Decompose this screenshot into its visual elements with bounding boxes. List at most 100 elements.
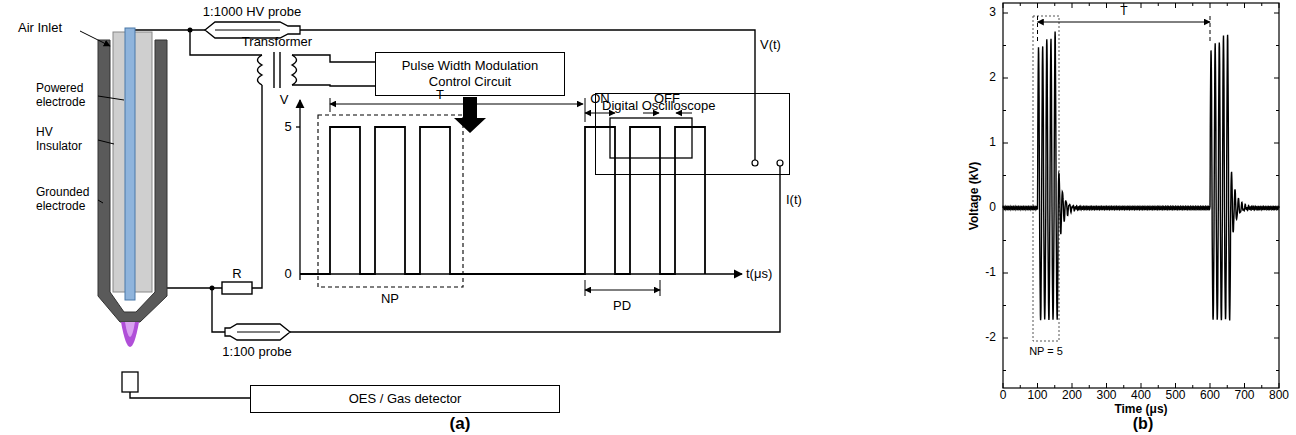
terminal [752,160,758,166]
wiring [130,30,780,398]
hv-wire [130,30,755,160]
axis-tick [1210,3,1211,8]
junction-dot [210,286,215,291]
tick-label: 0 [989,201,996,215]
ground-wire [167,85,262,288]
probe-label: 1:100 probe [222,345,291,360]
axis-tick [1158,385,1159,388]
axis-tick [1003,143,1008,144]
primary-wire [292,85,375,86]
period-label: T [436,88,444,103]
plot-frame [1003,3,1279,388]
axis-tick [1020,385,1021,388]
tick-label: 300 [1096,389,1116,403]
axis-tick [1276,175,1279,176]
tick-label: 0 [284,267,291,282]
axis-tick [1276,45,1279,46]
axis-tick [1244,3,1245,8]
axis-tick [1158,3,1159,6]
tick-label: 500 [1165,389,1185,403]
axis-tick [1274,78,1279,79]
axis-tick [1276,370,1279,371]
annotation: NP = 5 [1029,345,1063,358]
panel-label: (b) [1133,415,1153,433]
probe-label: 1:1000 HV probe [203,5,301,20]
tick-label: 400 [1131,389,1151,403]
line-art [330,98,585,122]
axis-tick [1244,383,1245,388]
axis-ticks [1003,3,1279,388]
axis-tick [1274,273,1279,274]
line-art [98,200,103,203]
line-art [300,127,705,274]
part-label: HV Insulator [36,126,98,154]
period-guide [1038,16,1211,42]
timing-label: NP [381,292,399,307]
tick-label: 0 [1000,389,1007,403]
detector-head [122,372,138,392]
junction-dot [188,28,193,33]
line-art [292,55,297,85]
leader-line [80,31,124,203]
axis-tick [1192,385,1193,388]
axis-tick [1106,3,1107,8]
tick-label: 800 [1269,389,1289,403]
axis-tick [1089,385,1090,388]
axis-tick [1003,305,1006,306]
axis-tick [1003,175,1006,176]
box-text: OES / Gas detector [349,391,462,407]
axis-tick [1037,3,1038,8]
axis-tick [1003,13,1008,14]
axis-tick [1276,305,1279,306]
tick-label: 700 [1234,389,1254,403]
axis-tick [1123,385,1124,388]
voltage-waveform [1003,32,1279,321]
fiber-wire [130,392,250,398]
axis-tick [1274,143,1279,144]
timing-label: PD [613,299,631,314]
control-box: Pulse Width Modulation Control Circuit [375,52,565,96]
terminal [777,160,783,166]
axis-tick [1141,383,1142,388]
plasma-plume [125,322,135,337]
tick-label: 3 [989,6,996,20]
line-art [80,31,110,46]
line-art [98,96,124,100]
axis-label: t(μs) [746,267,772,282]
scope-screen [610,118,692,158]
axis-tick [1020,3,1021,6]
signal-name: I(t) [786,193,802,208]
axis-tick [1106,383,1107,388]
line-art [274,52,280,88]
panel-label: (a) [450,414,471,434]
axis-tick [1003,383,1004,388]
tick-label: -1 [985,266,996,280]
tick-label: 100 [1027,389,1047,403]
axis-tick [1054,3,1055,6]
part-label: R [232,267,241,282]
line-art [296,126,300,127]
transformer-symbol [258,52,297,88]
pulse-train [296,98,742,296]
axis-tick [1227,385,1228,388]
tick-label: 5 [284,120,291,135]
axis-tick [1276,110,1279,111]
tick-label: -2 [985,331,996,345]
axis-tick [1274,13,1279,14]
current-probe [225,324,290,340]
oscilloscope-box: Digital Oscilloscope [595,93,790,175]
line-art [258,55,263,85]
part-label: Transformer [242,35,312,50]
axis-tick [1261,385,1262,388]
axis-title: Voltage (kV) [968,162,982,230]
axis-title: Time (μs) [1114,403,1167,417]
axis-tick [1175,383,1176,388]
axis-label: V [280,93,289,108]
axis-tick [1089,3,1090,6]
axis-tick [1276,240,1279,241]
line-art [98,140,114,144]
box-text: Pulse Width Modulation Control Circuit [382,58,558,89]
current-wire [290,166,780,332]
detector-box: OES / Gas detector [250,385,560,413]
